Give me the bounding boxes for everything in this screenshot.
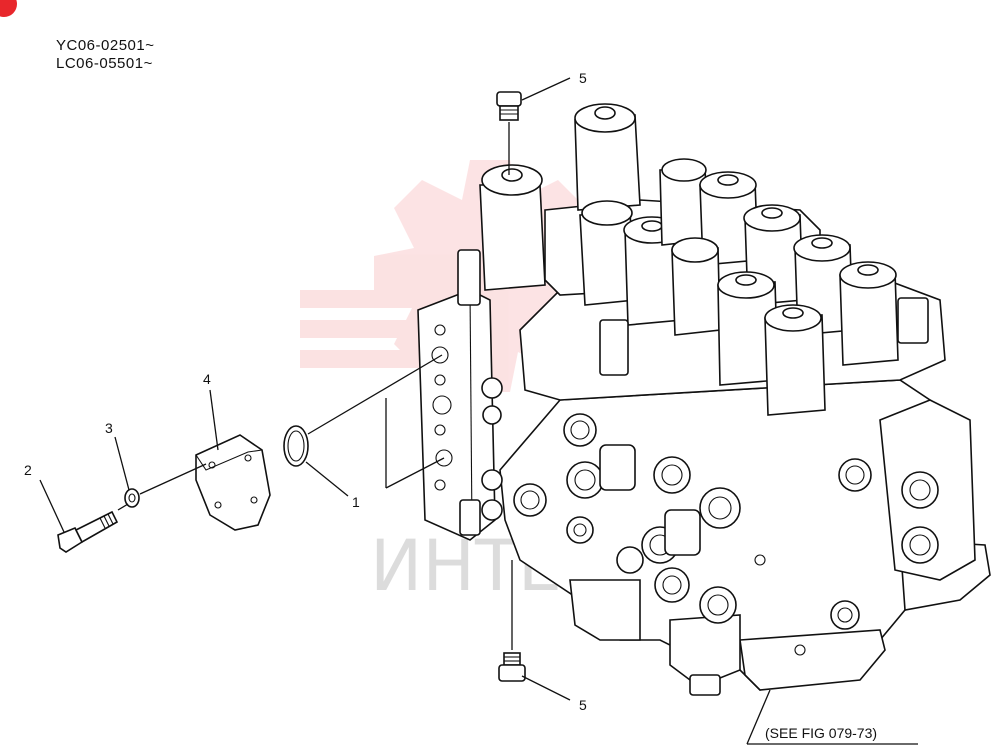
serial-range-1: YC06-02501~ (56, 37, 155, 54)
callout-3: 3 (105, 420, 113, 436)
cover-plate-part-4 (195, 434, 271, 531)
callout-1: 1 (352, 494, 360, 510)
callout-2: 2 (24, 462, 32, 478)
callout-5-top: 5 (579, 70, 587, 86)
bolt-part-2 (57, 510, 119, 553)
callout-5-bottom: 5 (579, 697, 587, 713)
plug-part-5-top (496, 91, 522, 121)
port-openings (481, 377, 939, 656)
lock-washer-part-3 (124, 488, 140, 508)
figure-reference: (SEE FIG 079-73) (765, 725, 877, 741)
solenoid-cartridges (479, 103, 899, 416)
callout-4: 4 (203, 371, 211, 387)
leader-lines (39, 77, 918, 745)
serial-range-2: LC06-05501~ (56, 55, 153, 72)
control-valve-assembly (417, 103, 991, 696)
corner-logo-mark (0, 0, 17, 17)
plug-part-5-bottom (498, 652, 526, 682)
o-ring-part-1 (283, 425, 309, 467)
